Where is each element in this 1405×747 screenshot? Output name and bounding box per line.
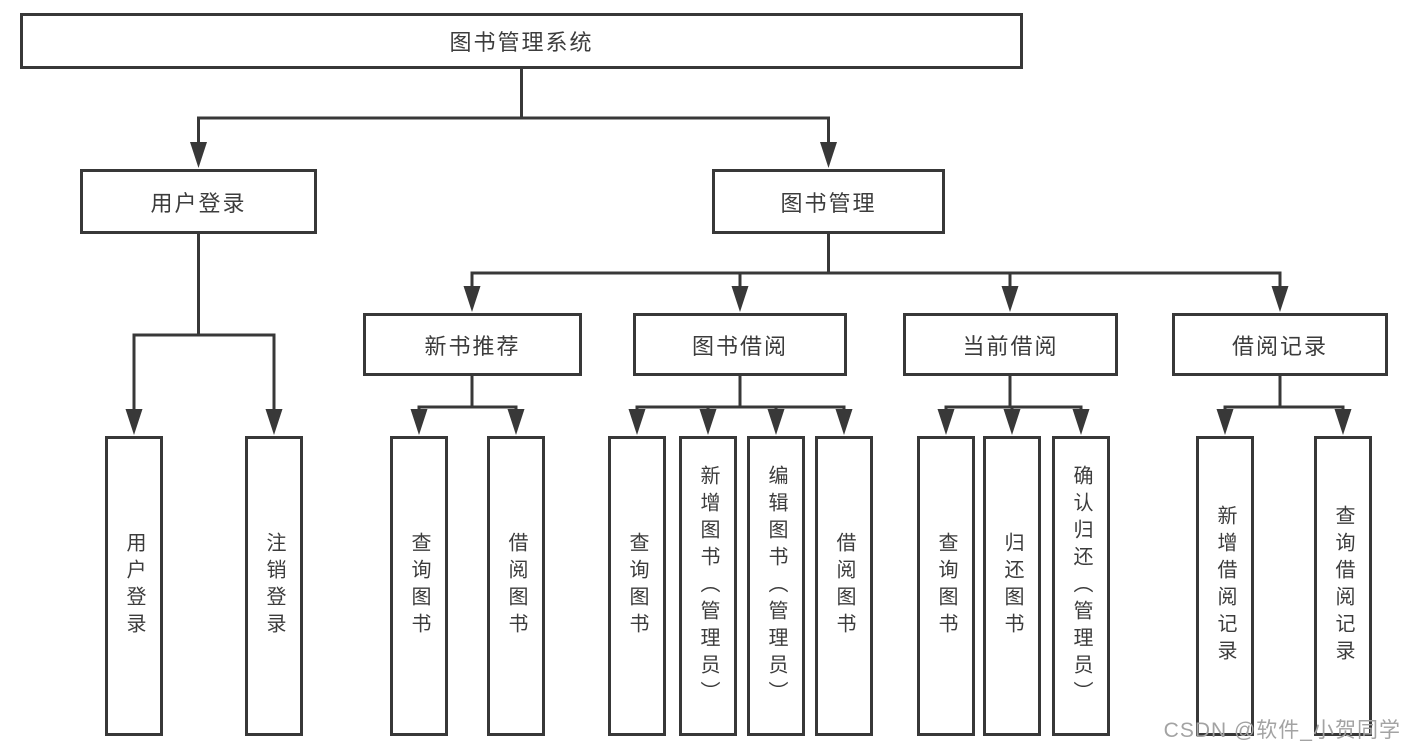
node-borrowing-records: 借阅记录 xyxy=(1172,313,1388,376)
leaf-borrowing-add-books-admin: 新增图书（管理员） xyxy=(679,436,737,736)
node-book-borrowing: 图书借阅 xyxy=(633,313,847,376)
leaf-logout: 注销登录 xyxy=(245,436,303,736)
node-library-system: 图书管理系统 xyxy=(20,13,1023,69)
leaf-borrowing-edit-books-admin: 编辑图书（管理员） xyxy=(747,436,805,736)
leaf-current-confirm-return-admin: 确认归还（管理员） xyxy=(1052,436,1110,736)
leaf-recommend-query-books: 查询图书 xyxy=(390,436,448,736)
leaf-borrowing-borrow-books: 借阅图书 xyxy=(815,436,873,736)
leaf-current-return-books: 归还图书 xyxy=(983,436,1041,736)
node-book-management: 图书管理 xyxy=(712,169,945,234)
leaf-borrowing-query-books: 查询图书 xyxy=(608,436,666,736)
leaf-records-query-borrow-record: 查询借阅记录 xyxy=(1314,436,1372,736)
leaf-user-login: 用户登录 xyxy=(105,436,163,736)
leaf-records-add-borrow-record: 新增借阅记录 xyxy=(1196,436,1254,736)
csdn-watermark: CSDN @软件_小贺同学 xyxy=(1163,719,1401,742)
node-new-book-recommendation: 新书推荐 xyxy=(363,313,582,376)
leaf-current-query-books: 查询图书 xyxy=(917,436,975,736)
node-user-login: 用户登录 xyxy=(80,169,317,234)
node-current-borrowing: 当前借阅 xyxy=(903,313,1118,376)
leaf-recommend-borrow-books: 借阅图书 xyxy=(487,436,545,736)
